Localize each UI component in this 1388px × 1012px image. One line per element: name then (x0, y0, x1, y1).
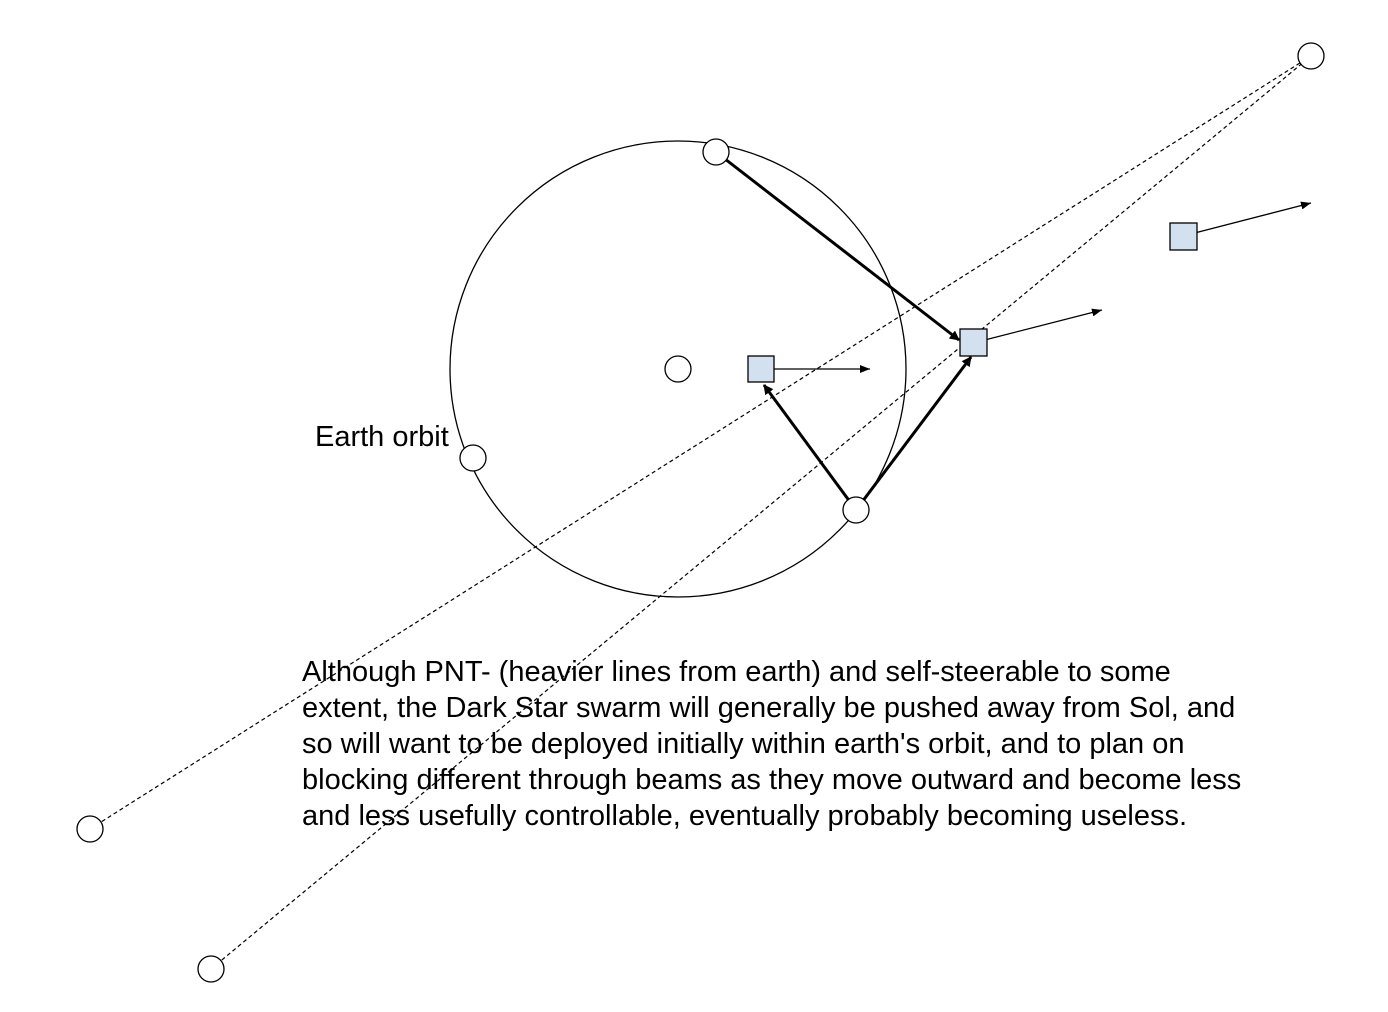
pnt-beam-arrow-lower-left (762, 384, 858, 511)
swarm-element-inner-square (747, 355, 775, 383)
caption-line: Although PNT- (heavier lines from earth)… (302, 656, 1171, 688)
earth-position-left-circle (459, 444, 487, 472)
pnt-beam-arrow-lower-right (854, 356, 973, 511)
through-beam-line-1 (89, 55, 1312, 830)
swarm-element-outer-square (1169, 222, 1198, 251)
through-beam-line-2 (210, 55, 1312, 970)
distant-star-bottom-circle (197, 955, 225, 983)
caption-line: extent, the Dark Star swarm will general… (302, 692, 1236, 724)
caption-line: so will want to be deployed initially wi… (302, 728, 1185, 760)
caption-line: blocking different through beams as they… (302, 764, 1242, 796)
diagram-caption: Although PNT- (heavier lines from earth)… (302, 654, 1302, 834)
motion-arrow-outer (1182, 201, 1312, 237)
earth-orbit-label: Earth orbit (315, 421, 449, 453)
sun-circle (664, 355, 692, 383)
distant-star-top-right-circle (1297, 42, 1325, 70)
earth-position-top-circle (702, 138, 730, 166)
caption-line: and less usefully controllable, eventual… (302, 800, 1188, 832)
earth-orbit-circle (449, 140, 907, 598)
swarm-element-middle-square (959, 328, 988, 357)
pnt-beam-arrow-top (715, 150, 960, 342)
motion-arrow-middle (972, 308, 1103, 344)
earth-position-bottom-circle (842, 496, 870, 524)
distant-star-left-circle (76, 815, 104, 843)
